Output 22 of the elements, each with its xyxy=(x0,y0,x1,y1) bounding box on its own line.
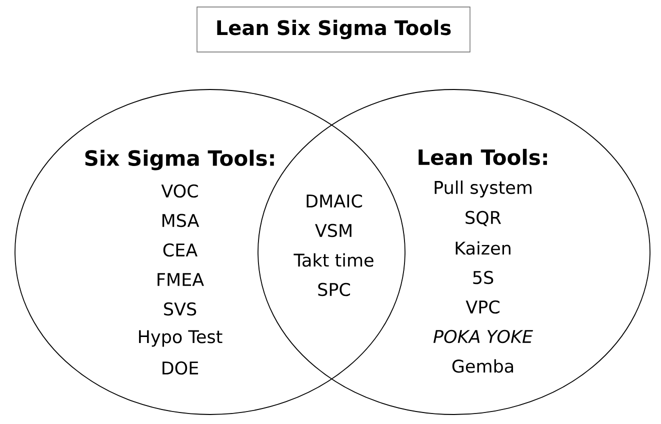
tool-name: Kaizen xyxy=(456,241,510,255)
tool-name: VPC xyxy=(466,300,500,314)
venn-ellipse xyxy=(14,89,406,415)
tool-name: Gemba xyxy=(452,359,514,373)
title-box: Lean Six Sigma Tools xyxy=(196,6,470,52)
tool-name: SVS xyxy=(164,302,196,316)
tool-name: SPC xyxy=(318,282,350,296)
tool-name: DOE xyxy=(162,361,198,375)
tool-name: FMEA xyxy=(158,273,204,286)
tool-name: VOC xyxy=(161,184,198,198)
set-heading: Lean Tools: xyxy=(418,148,547,166)
tool-name: VSM xyxy=(315,224,352,238)
tool-name: Takt time xyxy=(294,253,374,267)
tool-name: SQR xyxy=(466,210,502,226)
tool-name: CEA xyxy=(163,243,198,257)
tool-name: MSA xyxy=(162,214,200,228)
set-heading: Six Sigma Tools: xyxy=(85,150,274,170)
tool-name: Hypo Test xyxy=(139,330,222,347)
tool-name: Pull system xyxy=(434,180,532,198)
tool-name: 5S xyxy=(473,270,494,284)
tool-name: POKA YOKE xyxy=(433,330,533,344)
tool-name: DMAIC xyxy=(306,194,362,208)
